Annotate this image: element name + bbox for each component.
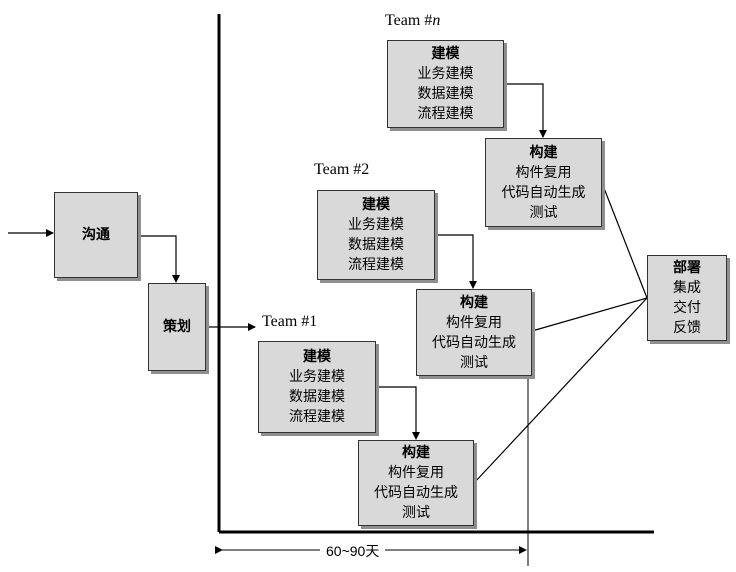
deploy-line: 反馈 xyxy=(673,320,701,336)
team2-build-line: 构件复用 xyxy=(446,314,502,331)
teamn-label: Team #n xyxy=(385,12,440,30)
team2-model-line: 业务建模 xyxy=(348,217,404,233)
teamn-model-box: 建模 业务建模 数据建模 流程建模 xyxy=(387,40,504,128)
teamn-label-prefix: Team # xyxy=(385,12,433,29)
line-team1-deploy xyxy=(473,297,648,484)
teamn-model-line: 流程建模 xyxy=(417,106,474,122)
teamn-label-var: n xyxy=(432,12,441,29)
team1-model-box: 建模 业务建模 数据建模 流程建模 xyxy=(258,341,376,433)
goutong-box: 沟通 xyxy=(54,192,138,278)
team1-build-box: 构建 构件复用 代码自动生成 测试 xyxy=(358,440,474,526)
cehua-box: 策划 xyxy=(148,283,206,371)
team1-build-title: 构建 xyxy=(402,445,430,461)
team2-label: Team #2 xyxy=(314,161,370,178)
teamn-build-line: 代码自动生成 xyxy=(501,184,586,201)
team2-build-line: 代码自动生成 xyxy=(432,334,516,351)
arrow-teamn-model-build xyxy=(504,83,547,138)
deploy-title: 部署 xyxy=(673,260,701,276)
team2-model-line: 数据建模 xyxy=(348,237,404,253)
teamn-build-box: 构建 构件复用 代码自动生成 测试 xyxy=(485,138,602,227)
arrow-team2-model-build xyxy=(435,234,477,289)
team1-build-line: 构件复用 xyxy=(388,465,444,481)
team1-label: Team #1 xyxy=(262,313,318,330)
team2-model-line: 流程建模 xyxy=(348,257,404,273)
arrow-team1-model-build xyxy=(376,386,420,440)
line-team2-deploy xyxy=(531,297,648,332)
team1-model-line: 数据建模 xyxy=(289,389,345,405)
teamn-build-line: 构件复用 xyxy=(515,164,572,181)
teamn-model-line: 数据建模 xyxy=(417,86,474,102)
team2-model-box: 建模 业务建模 数据建模 流程建模 xyxy=(317,190,435,280)
deploy-line: 交付 xyxy=(673,300,701,316)
team2-build-box: 构建 构件复用 代码自动生成 测试 xyxy=(416,289,532,376)
teamn-model-title: 建模 xyxy=(431,46,460,62)
arrow-goutong-cehua xyxy=(138,235,180,283)
teamn-model-line: 业务建模 xyxy=(417,66,474,82)
team2-build-line: 测试 xyxy=(460,354,488,371)
team2-build-title: 构建 xyxy=(460,294,488,311)
team2-model-title: 建模 xyxy=(362,197,390,213)
deploy-line: 集成 xyxy=(673,280,701,296)
goutong-title: 沟通 xyxy=(82,227,110,243)
teamn-build-line: 测试 xyxy=(529,204,558,221)
team1-model-line: 流程建模 xyxy=(289,409,345,425)
team1-model-line: 业务建模 xyxy=(289,369,345,385)
cehua-title: 策划 xyxy=(163,319,191,335)
duration-label: 60~90天 xyxy=(320,541,386,561)
line-teamn-deploy xyxy=(601,182,648,299)
team1-model-title: 建模 xyxy=(303,349,331,365)
team1-build-line: 测试 xyxy=(402,505,430,521)
team1-build-line: 代码自动生成 xyxy=(374,485,458,501)
teamn-build-title: 构建 xyxy=(529,144,558,161)
deploy-box: 部署 集成 交付 反馈 xyxy=(647,255,727,341)
